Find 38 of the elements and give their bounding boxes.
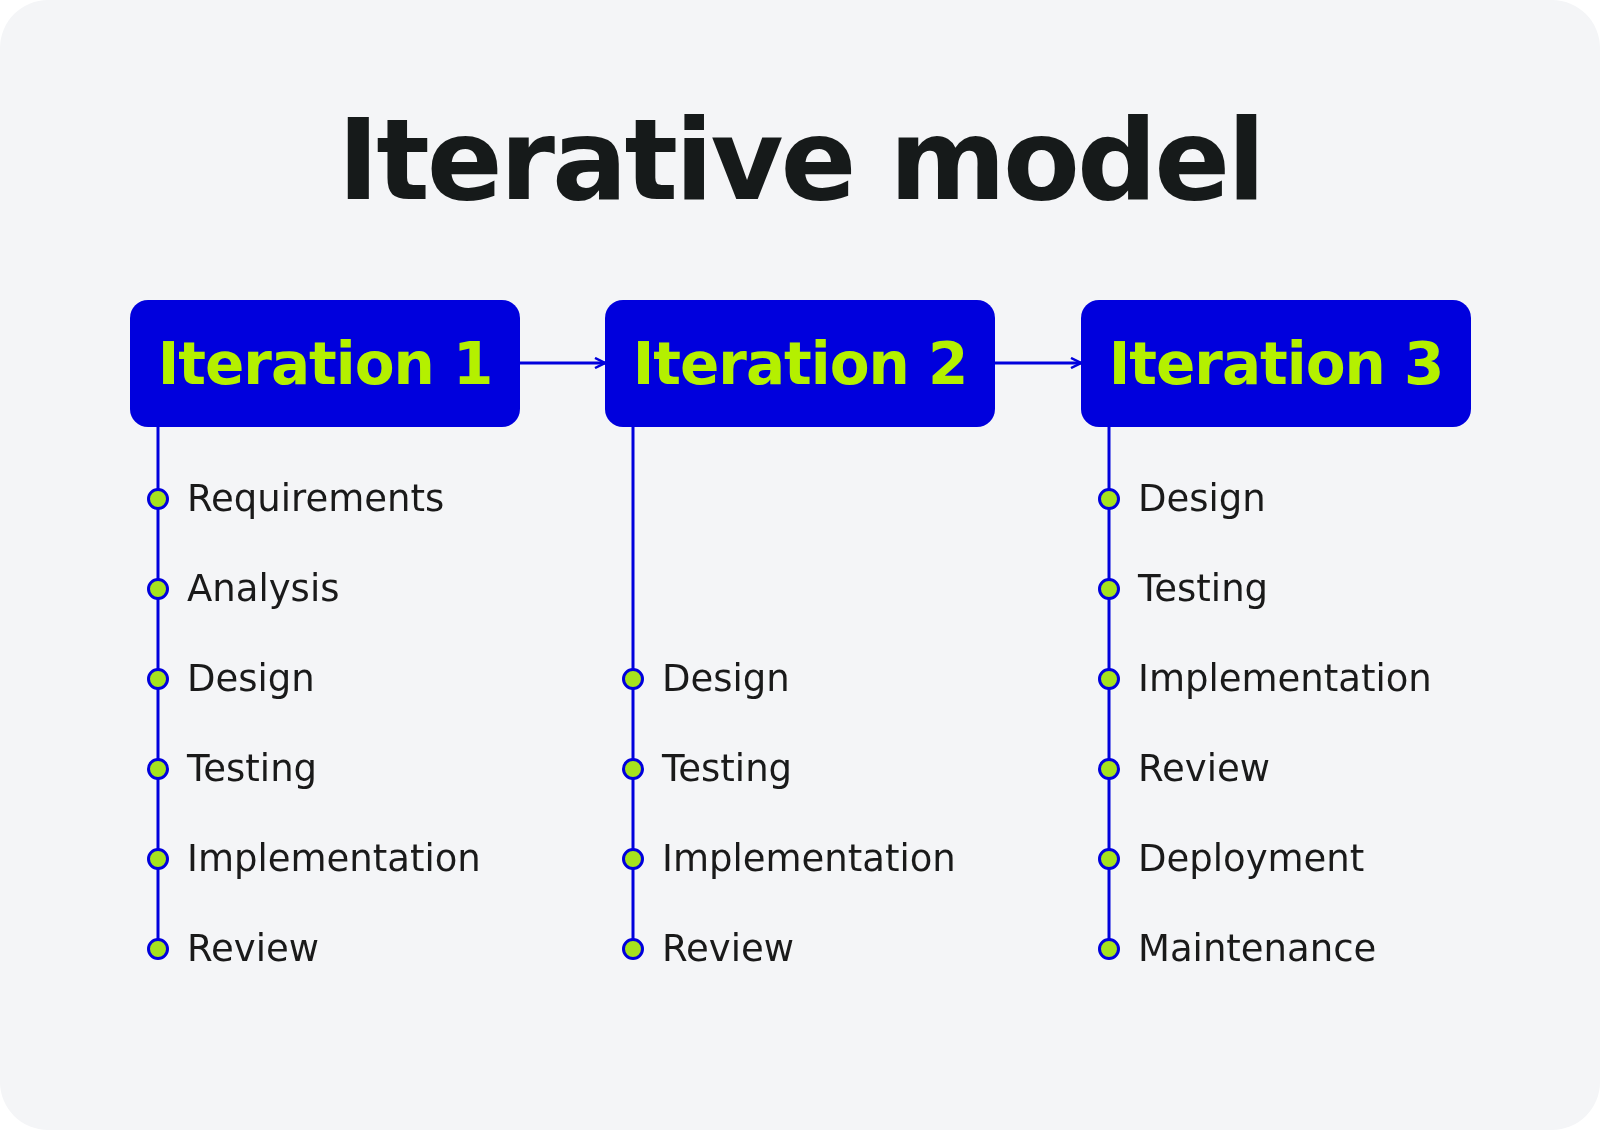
timeline-line (631, 794, 635, 834)
timeline-line (631, 884, 635, 924)
timeline-line (156, 614, 160, 654)
timeline-line (1107, 794, 1111, 834)
step-label: Analysis (187, 566, 340, 612)
step-label: Implementation (1138, 656, 1432, 702)
step-label: Deployment (1138, 836, 1365, 882)
step-label: Design (187, 656, 315, 702)
timeline-line (1107, 884, 1111, 924)
step-label: Testing (187, 746, 318, 792)
timeline-line (1107, 704, 1111, 744)
step-label: Testing (1138, 566, 1269, 612)
step-label: Review (187, 926, 319, 972)
title: Iterative model (336, 95, 1264, 225)
iteration-box: Iteration 1 (130, 300, 520, 427)
step-label: Implementation (187, 836, 481, 882)
timeline-line (156, 704, 160, 744)
step-label: Design (662, 656, 790, 702)
timeline-line (631, 704, 635, 744)
timeline-line (1107, 427, 1111, 474)
step-label: Maintenance (1138, 926, 1377, 972)
step-label: Implementation (662, 836, 956, 882)
step-label: Review (662, 926, 794, 972)
arrow (520, 356, 607, 370)
timeline-line (156, 794, 160, 834)
timeline-line (1107, 524, 1111, 564)
timeline-line (1107, 614, 1111, 654)
arrow (995, 356, 1083, 370)
iteration-box: Iteration 3 (1081, 300, 1471, 427)
step-label: Review (1138, 746, 1270, 792)
step-label: Testing (662, 746, 793, 792)
step-label: Design (1138, 476, 1266, 522)
timeline-line (156, 524, 160, 564)
step-label: Requirements (187, 476, 445, 522)
timeline-line (631, 427, 635, 654)
timeline-line (156, 884, 160, 924)
iteration-box: Iteration 2 (605, 300, 995, 427)
timeline-line (156, 427, 160, 474)
